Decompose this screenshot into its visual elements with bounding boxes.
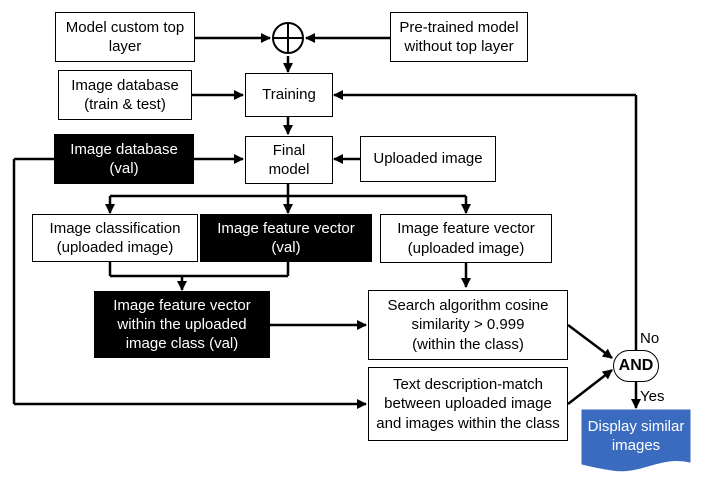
feature-vector-uploaded-box: Image feature vector (uploaded image) [380,214,552,263]
pretrained-model-box: Pre-trained model without top layer [390,12,528,62]
display-similar-document-shape [581,409,691,472]
yes-label: Yes [640,388,665,405]
feature-vector-val-box: Image feature vector (val) [200,214,372,262]
search-algorithm-box: Search algorithm cosine similarity > 0.9… [368,290,568,360]
image-classification-box: Image classification (uploaded image) [32,214,198,262]
training-box: Training [245,73,333,117]
final-model-box: Final model [245,136,333,184]
and-gate: AND [613,350,659,382]
sum-node [272,22,304,54]
image-db-train-test-box: Image database (train & test) [58,70,192,120]
text-description-box: Text description-match between uploaded … [368,367,568,441]
display-similar-images-label: Display similar images [587,417,685,455]
no-label: No [640,330,660,347]
model-custom-top-layer-box: Model custom top layer [55,12,195,62]
image-db-val-box: Image database (val) [54,134,194,184]
uploaded-image-box: Uploaded image [360,136,496,182]
feature-vector-class-box: Image feature vector within the uploaded… [94,291,270,358]
